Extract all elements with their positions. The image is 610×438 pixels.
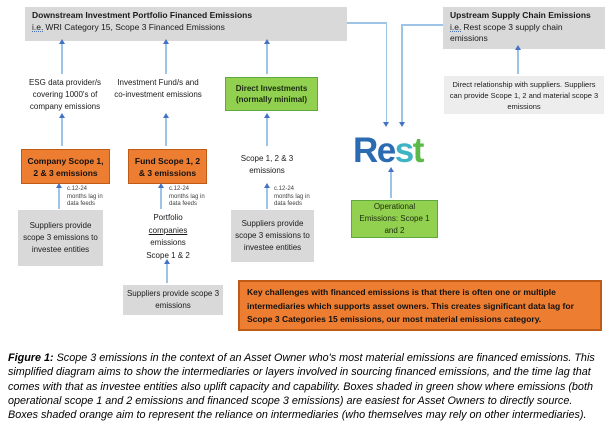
- investment-fund-text: Investment Fund/s and co-investment emis…: [114, 78, 202, 99]
- arrow-up-icon: [61, 118, 63, 146]
- fund-scope-box: Fund Scope 1, 2 & 3 emissions: [128, 149, 207, 184]
- figure-caption: Figure 1: Scope 3 emissions in the conte…: [8, 351, 605, 422]
- arrow-up-icon: [517, 50, 519, 74]
- ie-abbrev: i.e.: [32, 21, 44, 32]
- portfolio-companies-text: Portfolio companies emissions Scope 1 & …: [146, 213, 190, 260]
- connector-line: [401, 24, 443, 26]
- connector-line: [347, 22, 387, 24]
- upstream-emissions-box: Upstream Supply Chain Emissions i.e.Rest…: [443, 7, 605, 49]
- key-challenges-box: Key challenges with financed emissions i…: [238, 280, 602, 331]
- suppliers-left-box: Suppliers provide scope 3 emissions to i…: [18, 210, 103, 266]
- upstream-title: Upstream Supply Chain Emissions: [450, 10, 591, 20]
- arrow-up-icon: [166, 264, 168, 283]
- direct-relationship-box: Direct relationship with suppliers. Supp…: [444, 76, 604, 114]
- downstream-title: Downstream Investment Portfolio Financed…: [32, 10, 253, 20]
- scope-emissions-text: Scope 1, 2 & 3 emissions: [240, 154, 294, 175]
- arrow-up-icon: [165, 44, 167, 74]
- downstream-emissions-box: Downstream Investment Portfolio Financed…: [25, 7, 347, 41]
- arrow-up-icon: [266, 118, 268, 146]
- data-lag-note: c.12-24 months lag in data feeds: [67, 186, 103, 207]
- data-lag-note: c.12-24 months lag in data feeds: [169, 186, 205, 207]
- arrow-down-icon: [385, 22, 387, 122]
- operational-emissions-box: Operational Emissions: Scope 1 and 2: [351, 200, 438, 238]
- rest-logo: Rest: [353, 131, 424, 170]
- direct-investments-box: Direct Investments (normally minimal): [225, 77, 318, 111]
- downstream-subtitle: i.e.WRI Category 15, Scope 3 Financed Em…: [32, 21, 225, 32]
- arrow-up-icon: [160, 188, 162, 209]
- arrow-up-icon: [165, 118, 167, 146]
- company-scope-box: Company Scope 1, 2 & 3 emissions: [21, 149, 110, 184]
- figure-caption-text: Scope 3 emissions in the context of an A…: [8, 352, 595, 422]
- arrow-up-icon: [266, 44, 268, 74]
- suppliers-bottom-box: Suppliers provide scope 3 emissions: [123, 285, 223, 315]
- arrow-up-icon: [390, 172, 392, 198]
- arrow-up-icon: [61, 44, 63, 74]
- ie-abbrev: i.e.: [450, 21, 462, 32]
- arrow-up-icon: [266, 188, 268, 209]
- figure-caption-label: Figure 1:: [8, 352, 54, 364]
- esg-provider-text: ESG data provider/s covering 1000's of c…: [28, 78, 102, 111]
- upstream-subtitle: i.e.Rest scope 3 supply chain emissions: [450, 21, 563, 44]
- suppliers-right-box: Suppliers provide scope 3 emissions to i…: [231, 210, 314, 262]
- arrow-down-icon: [401, 24, 403, 122]
- data-lag-note: c.12-24 months lag in data feeds: [274, 186, 310, 207]
- arrow-up-icon: [58, 188, 60, 209]
